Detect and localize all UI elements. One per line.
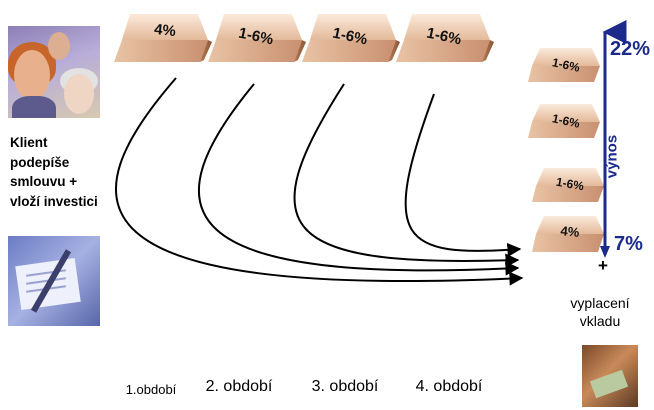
yield-top-value: 22% xyxy=(610,38,651,60)
gold-bar-stack-2 xyxy=(528,104,600,138)
payout-photo xyxy=(582,345,638,407)
clients-photo xyxy=(8,26,100,118)
yield-axis-bottom-head xyxy=(600,246,610,258)
gold-bar-stack-4 xyxy=(532,216,604,252)
arrow-period-4 xyxy=(404,93,522,257)
period-label-2: 2. období xyxy=(205,378,273,395)
arrow-period-2 xyxy=(197,83,520,276)
gold-bar-top-3 xyxy=(302,14,400,62)
gold-bar-top-1 xyxy=(114,14,212,62)
arrow-period-3 xyxy=(293,83,520,268)
gold-bar-stack-1 xyxy=(528,48,600,82)
payout-plus: + xyxy=(598,256,608,275)
arrow-period-1 xyxy=(114,77,524,286)
period-label-1: 1.období xyxy=(125,382,177,397)
period-label-3: 3. období xyxy=(311,378,379,395)
client-description: Klient podepíše smlouvu + vloží investic… xyxy=(10,135,98,209)
period-label-4: 4. období xyxy=(415,378,483,395)
contract-photo xyxy=(8,236,100,326)
yield-bottom-value: 7% xyxy=(614,233,643,255)
yield-axis-label: výnos xyxy=(603,134,621,179)
gold-bar-stack-3 xyxy=(532,168,604,202)
gold-bar-top-2 xyxy=(208,14,306,62)
gold-bar-top-4 xyxy=(396,14,494,62)
payout-label: vyplacení vkladu xyxy=(570,295,630,329)
